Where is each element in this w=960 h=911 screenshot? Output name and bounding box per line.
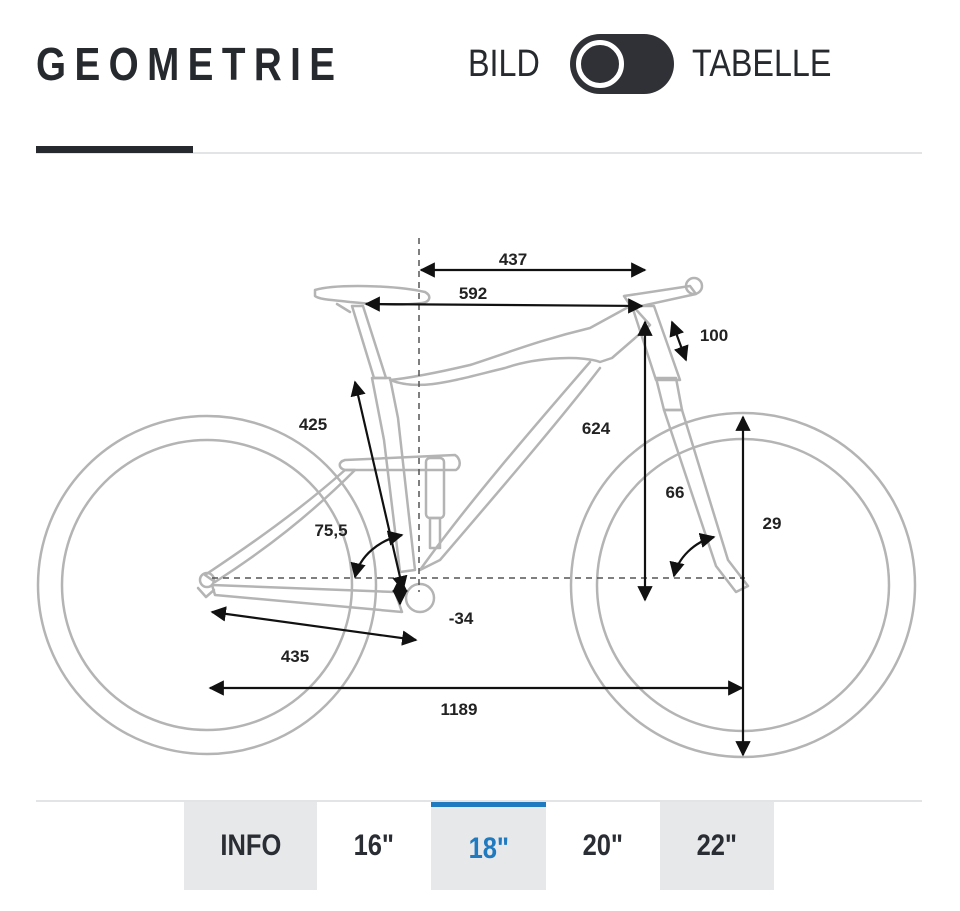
- dim-head-angle-label: 66: [666, 483, 685, 502]
- toggle-knob: [576, 40, 624, 88]
- tab-size-20-label: 20": [582, 829, 624, 862]
- dim-wheel-size-label: 29: [763, 514, 782, 533]
- fork: [654, 376, 684, 412]
- size-tabs: INFO 16" 18" 20" 22": [184, 802, 774, 890]
- tab-size-18-label: 18": [468, 831, 509, 865]
- seat-tube: [370, 376, 417, 574]
- dim-bb-drop-label: -34: [449, 609, 474, 628]
- tab-info[interactable]: INFO: [184, 802, 317, 890]
- size-tabs-divider: [36, 800, 922, 802]
- view-toggle-switch[interactable]: [570, 34, 674, 94]
- bottom-bracket: [404, 582, 436, 614]
- view-toggle-group: BILD TABELLE: [468, 34, 856, 94]
- bike-outline: [36, 276, 917, 759]
- dim-reach-label: 437: [499, 250, 527, 269]
- seatpost: [350, 304, 388, 380]
- seat-angle-arrow: [350, 530, 404, 579]
- dim-head-tube-label: 100: [700, 326, 728, 345]
- chainstay-arrow: [210, 606, 418, 646]
- dim-stack-label: 624: [582, 419, 611, 438]
- head-angle-arrow: [669, 532, 716, 578]
- dim-top-tube-label: 592: [459, 284, 487, 303]
- tab-size-16[interactable]: 16": [317, 802, 431, 890]
- toggle-label-tabelle[interactable]: TABELLE: [692, 43, 832, 85]
- toggle-label-bild[interactable]: BILD: [468, 43, 540, 85]
- tab-size-18[interactable]: 18": [431, 802, 546, 890]
- head-tube: [630, 304, 682, 382]
- header-divider: [36, 152, 922, 154]
- head-tube-arrow: [669, 320, 689, 362]
- saddle: [313, 284, 431, 306]
- dim-seat-tube-label: 425: [299, 415, 327, 434]
- tab-info-label: INFO: [220, 829, 281, 862]
- title-active-indicator: [36, 146, 193, 153]
- tab-size-22-label: 22": [696, 829, 738, 862]
- down-tube: [418, 360, 602, 572]
- rear-link: [338, 453, 461, 472]
- rear-tire: [36, 414, 378, 756]
- dimension-arrows: [208, 262, 751, 757]
- dim-wheelbase-label: 1189: [441, 700, 478, 719]
- tab-size-20[interactable]: 20": [546, 802, 660, 890]
- top-tube: [388, 303, 652, 387]
- top-tube-arrow: [364, 296, 644, 314]
- handlebar: [684, 276, 704, 296]
- rear-rim: [60, 438, 354, 732]
- geometry-diagram: 437 592 100 425 624 75,5 66 29 -34 435 1…: [36, 238, 917, 759]
- tab-size-16-label: 16": [353, 829, 395, 862]
- dim-chainstay-label: 435: [281, 647, 309, 666]
- dim-seat-angle-label: 75,5: [314, 521, 347, 540]
- tab-size-22[interactable]: 22": [660, 802, 774, 890]
- page-title: GEOMETRIE: [36, 38, 344, 90]
- stem: [622, 284, 698, 310]
- front-tire: [569, 411, 917, 759]
